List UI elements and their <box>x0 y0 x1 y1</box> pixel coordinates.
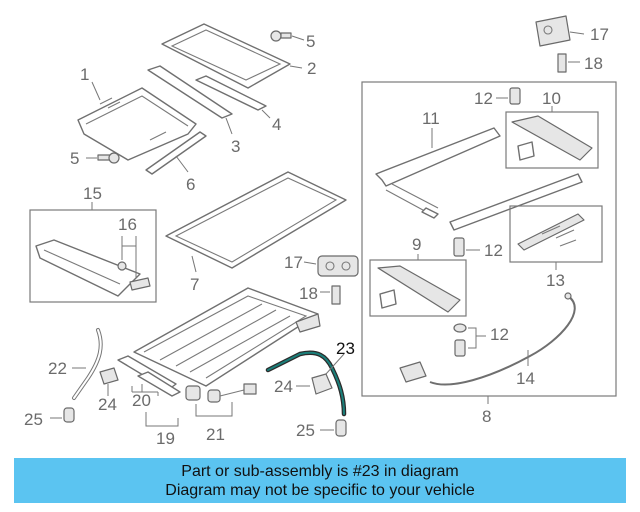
part-13-mechanism <box>517 213 585 251</box>
part-2-frame <box>161 23 291 89</box>
banner-line-1: Part or sub-assembly is #23 in diagram <box>181 462 459 480</box>
callout-2: 2 <box>307 59 316 78</box>
part-17-motor-top <box>535 15 571 47</box>
leader-21 <box>195 402 233 417</box>
callout-15: 15 <box>83 184 102 203</box>
part-3-seal <box>147 65 233 119</box>
callout-22: 22 <box>48 359 67 378</box>
leader-3 <box>225 117 233 135</box>
part-15-deflector <box>35 239 141 297</box>
leader-17a <box>569 31 585 35</box>
callout-5a: 5 <box>306 32 315 51</box>
part-25-grommet-left <box>63 407 75 423</box>
leader-19 <box>145 412 179 427</box>
part-25-grommet-right <box>335 419 347 437</box>
part-12-screw-top <box>509 87 521 105</box>
part-21-brackets <box>185 383 257 403</box>
sunroof-frame-assembly <box>133 287 321 387</box>
part-10-bracket <box>511 115 593 161</box>
part-24-clip-right <box>311 373 333 395</box>
callout-18b: 18 <box>299 284 318 303</box>
part-info-banner: Part or sub-assembly is #23 in diagram D… <box>14 458 626 503</box>
callout-19: 19 <box>156 429 175 448</box>
part-11-rail <box>375 127 501 219</box>
part-12-washer-screw <box>453 323 467 357</box>
callout-13: 13 <box>546 271 565 290</box>
callout-10: 10 <box>542 89 561 108</box>
part-12-screw-middle <box>453 237 465 257</box>
callout-4: 4 <box>272 115 281 134</box>
callout-24b: 24 <box>274 377 293 396</box>
leader-7 <box>191 255 197 273</box>
part-20-rail <box>117 355 181 397</box>
part-18-screw <box>331 285 341 305</box>
callout-23: 23 <box>336 339 355 358</box>
callout-1: 1 <box>80 65 89 84</box>
part-8-assembly-box <box>361 81 617 397</box>
callout-3: 3 <box>231 137 240 156</box>
callout-16: 16 <box>118 215 137 234</box>
leader-17b <box>303 261 317 265</box>
part-7-seal-ring <box>165 171 347 269</box>
callout-7: 7 <box>190 275 199 294</box>
part-5-bolt-top <box>270 30 292 42</box>
callout-21: 21 <box>206 425 225 444</box>
callout-17b: 17 <box>284 253 303 272</box>
callout-12c: 12 <box>490 325 509 344</box>
callout-12b: 12 <box>484 241 503 260</box>
callout-5b: 5 <box>70 149 79 168</box>
callout-6: 6 <box>186 175 195 194</box>
callout-18a: 18 <box>584 54 603 73</box>
callout-24a: 24 <box>98 395 117 414</box>
callout-11: 11 <box>422 109 440 128</box>
leader-23 <box>325 353 345 375</box>
part-6-strip <box>145 131 207 175</box>
leader-5a <box>291 35 305 41</box>
part-11-rail-lower <box>449 173 583 231</box>
leader-1 <box>91 81 101 101</box>
part-17-motor <box>317 255 359 277</box>
callout-25b: 25 <box>296 421 315 440</box>
part-15-box <box>29 209 157 303</box>
part-22-drain-tube <box>72 328 103 400</box>
callout-8: 8 <box>482 407 491 426</box>
part-18-screw-top <box>557 53 567 73</box>
callout-9: 9 <box>412 235 421 254</box>
part-5-bolt-left <box>97 152 120 164</box>
part-16-clip <box>117 261 151 291</box>
part-4-seal <box>195 75 267 111</box>
callout-25a: 25 <box>24 410 43 429</box>
leader-20 <box>131 384 159 396</box>
callout-14: 14 <box>516 369 535 388</box>
part-9-bracket <box>377 265 461 313</box>
callout-12a: 12 <box>474 89 493 108</box>
part-24-clip-left <box>99 367 119 385</box>
part-1-glass-panel <box>77 87 197 161</box>
leader-16 <box>121 236 137 278</box>
callout-20: 20 <box>132 391 151 410</box>
leader-6 <box>175 155 189 173</box>
leader-12c <box>468 327 486 349</box>
banner-line-2: Diagram may not be specific to your vehi… <box>165 481 475 499</box>
exploded-parts-diagram: 1 2 5 3 4 5 6 7 15 <box>24 15 617 448</box>
part-14-cable <box>399 292 576 386</box>
leader-4 <box>261 109 271 119</box>
leader-2 <box>289 65 303 69</box>
callout-17a: 17 <box>590 25 609 44</box>
